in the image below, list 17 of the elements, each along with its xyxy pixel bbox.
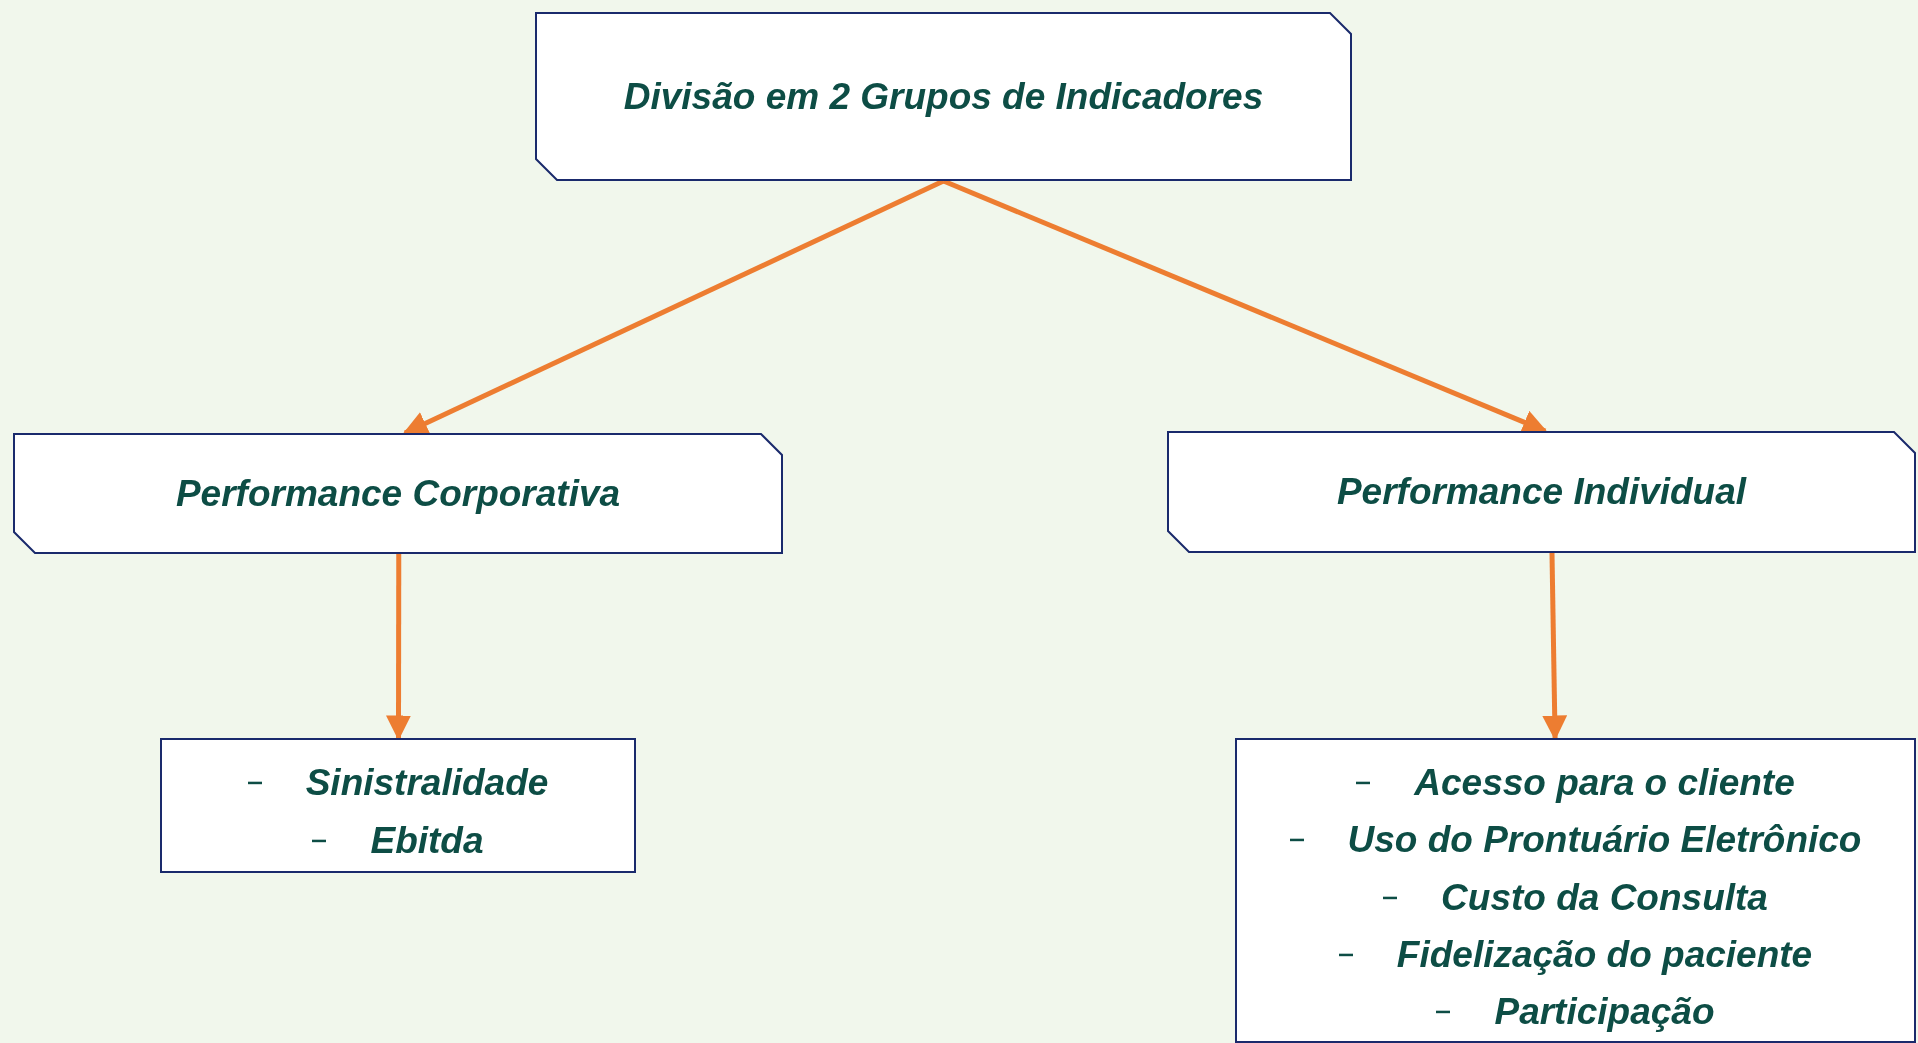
list-item-text: Sinistralidade xyxy=(305,762,549,804)
list-item-text: Custo da Consulta xyxy=(1441,876,1768,919)
list-item-text: Ebitda xyxy=(370,820,484,862)
list-box xyxy=(1235,738,1916,1043)
snipped-corner-box xyxy=(1167,431,1916,553)
arrow xyxy=(386,554,411,741)
list-item-text: Acesso para o cliente xyxy=(1414,761,1795,804)
snipped-corner-box xyxy=(535,12,1352,181)
box-title: Divisão em 2 Grupos de Indicadores xyxy=(623,75,1264,118)
box-title: Performance Corporativa xyxy=(175,472,621,515)
list-item-text: Fidelização do paciente xyxy=(1396,933,1813,976)
list-box xyxy=(160,738,636,873)
snipped-corner-box xyxy=(13,433,783,554)
box-title: Performance Individual xyxy=(1336,471,1747,513)
list-item-text: Participação xyxy=(1494,991,1715,1034)
arrow xyxy=(1542,552,1568,741)
list-item-text: Uso do Prontuário Eletrônico xyxy=(1347,819,1862,862)
